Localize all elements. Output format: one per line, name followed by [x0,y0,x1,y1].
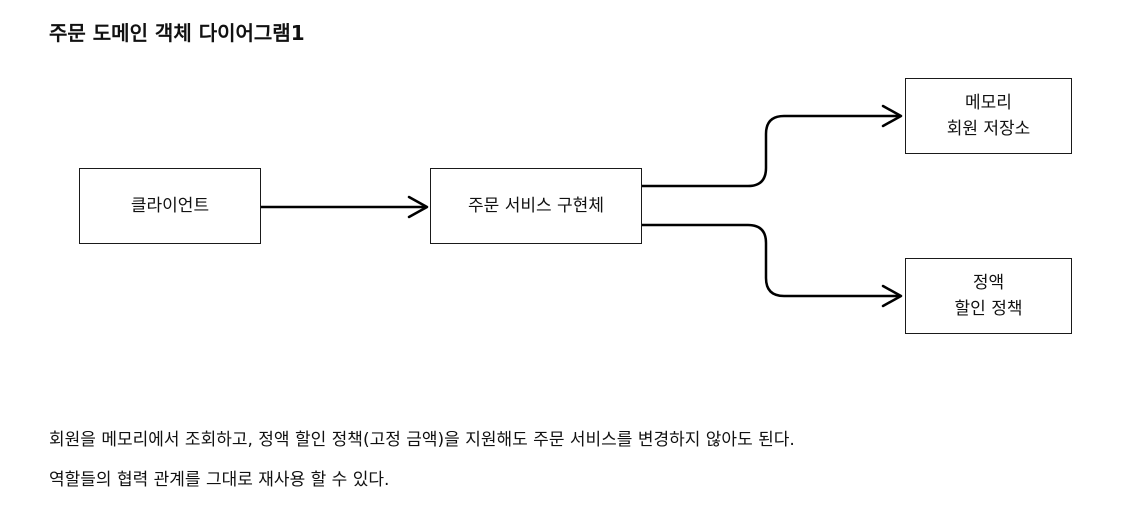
memory-member-repository-node: 메모리 회원 저장소 [905,78,1072,154]
edge-order-service-to-fix-discount [642,223,903,308]
client-node: 클라이언트 [79,168,261,244]
edge-order-service-to-memory-repo [642,104,903,188]
order-service-node: 주문 서비스 구현체 [430,168,642,244]
page-title: 주문 도메인 객체 다이어그램1 [49,21,305,45]
order-service-node-label: 주문 서비스 구현체 [468,196,604,216]
memory-repo-label-line1: 메모리 [965,93,1012,113]
memory-repo-label-line2: 회원 저장소 [946,119,1031,139]
fix-discount-label-line1: 정액 [972,273,1005,293]
fix-discount-label-line2: 할인 정책 [954,299,1023,319]
description-line-2: 역할들의 협력 관계를 그대로 재사용 할 수 있다. [49,470,390,490]
description-line-1: 회원을 메모리에서 조회하고, 정액 할인 정책(고정 금액)을 지원해도 주문… [49,430,795,450]
client-node-label: 클라이언트 [130,196,210,216]
fix-discount-policy-node: 정액 할인 정책 [905,258,1072,334]
edge-client-to-order-service [261,195,429,219]
